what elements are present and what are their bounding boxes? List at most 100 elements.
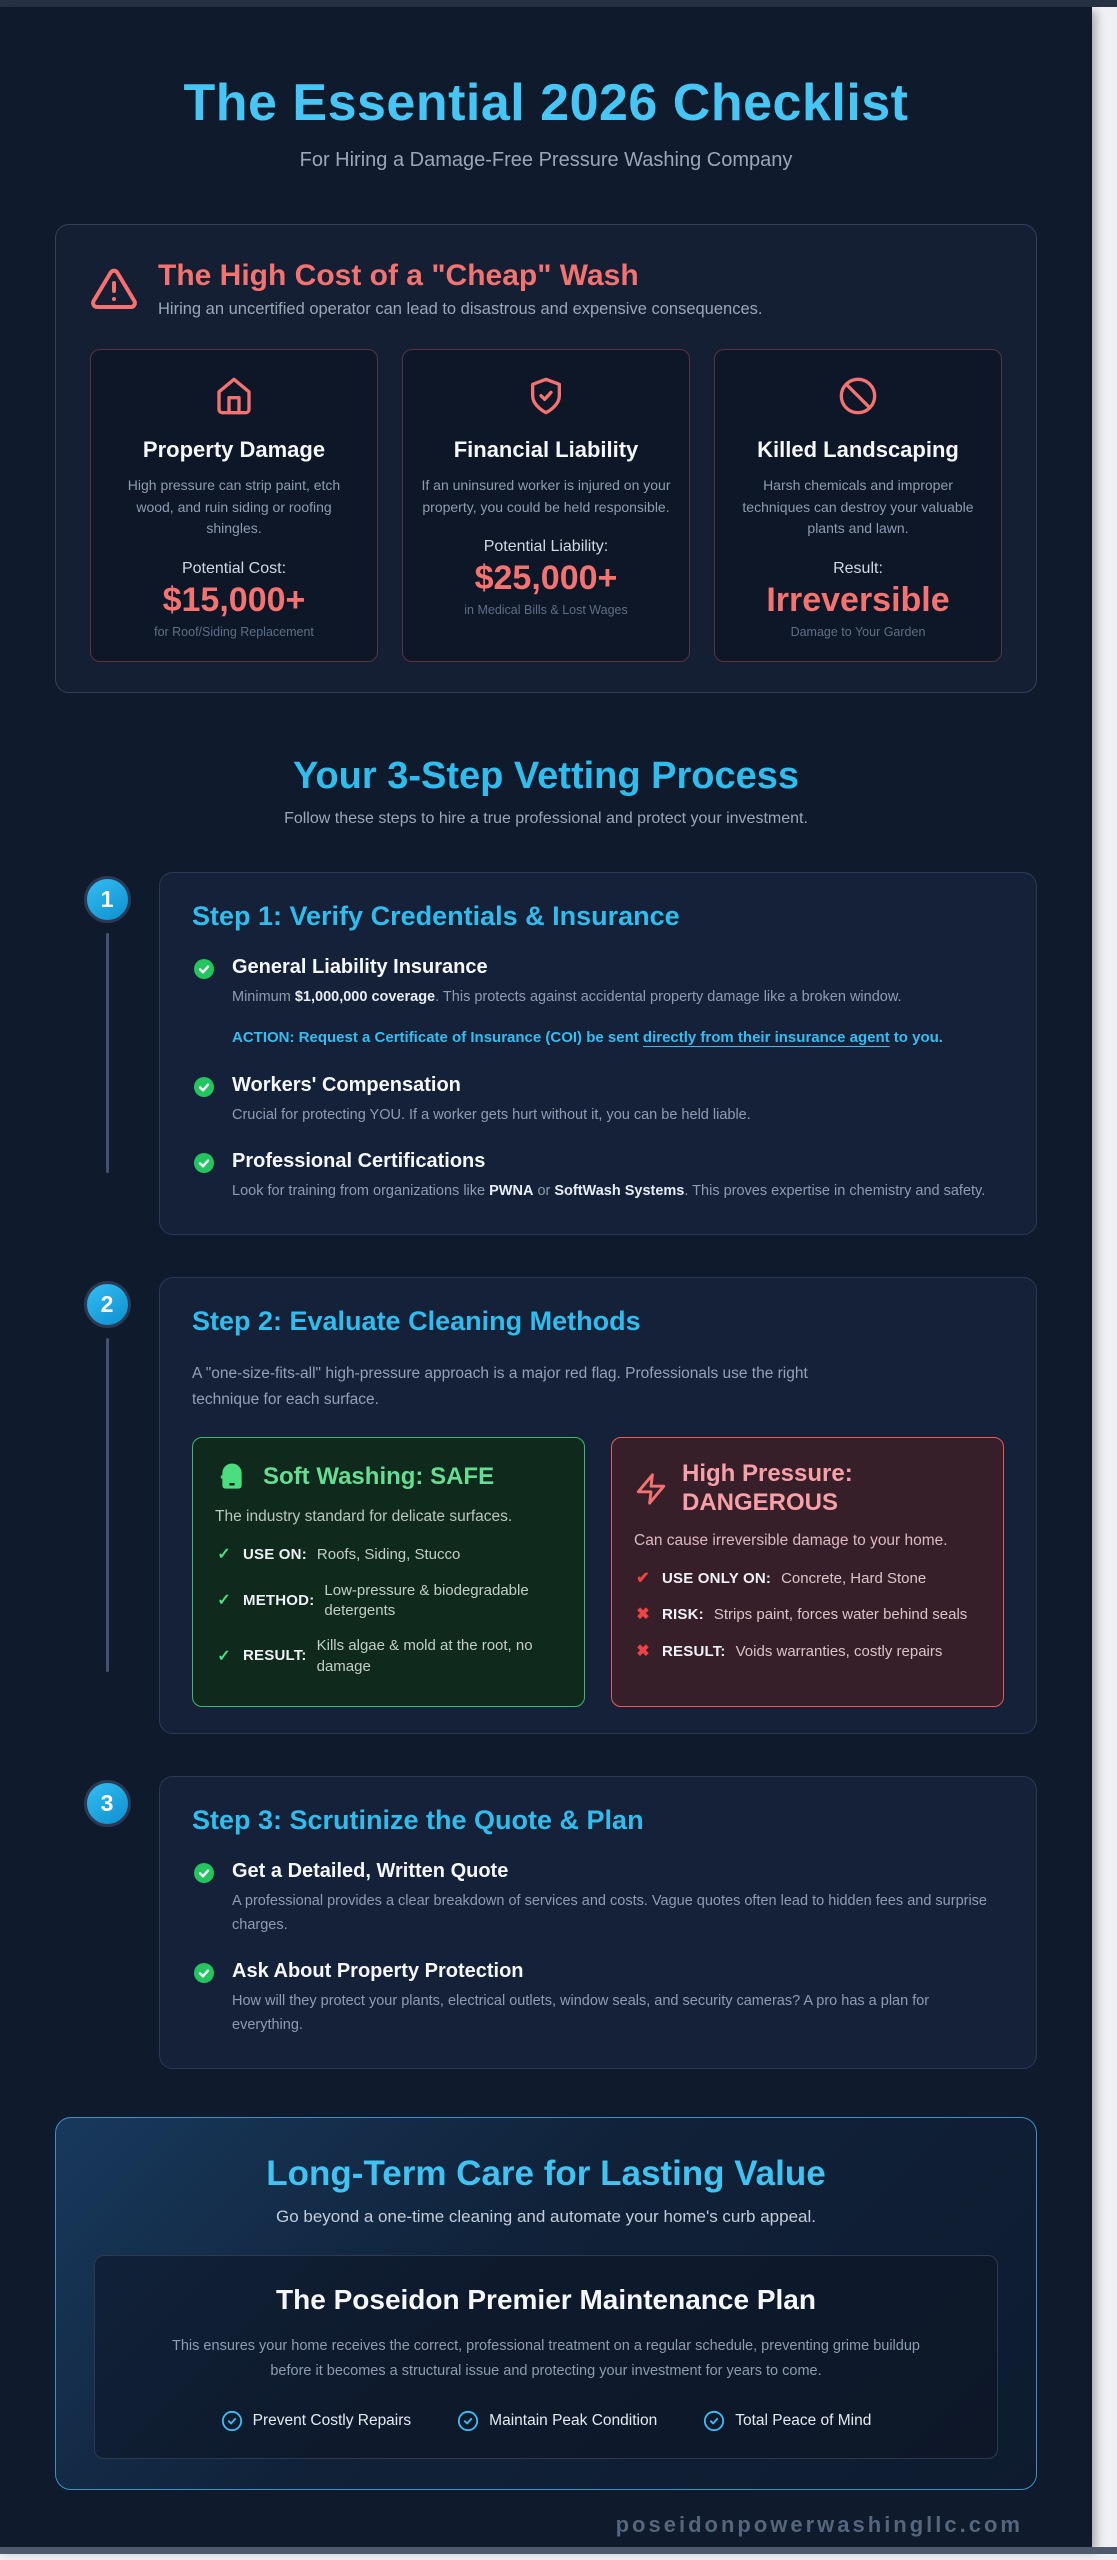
maintenance-plan-title: The Poseidon Premier Maintenance Plan [276,2283,816,2315]
benefit-label: Prevent Costly Repairs [252,2412,412,2430]
method-row-label: RISK: [662,1606,704,1624]
check-mark: ✔ [636,1569,650,1587]
check-circle-icon [192,1961,216,2038]
method-row: ✓ USE ON: Roofs, Siding, Stucco [215,1544,562,1566]
step-2-intro: A "one-size-fits-all" high-pressure appr… [192,1364,808,1408]
method-row-label: USE ONLY ON: [662,1569,772,1587]
method-row-label: RESULT: [662,1642,726,1660]
circle-check-icon [221,2410,243,2432]
cta-title: Long-Term Care for Lasting Value [266,2153,826,2193]
method-row: ✓ METHOD: Low-pressure & biodegradable d… [215,1581,562,1622]
method-row-text: Roofs, Siding, Stucco [316,1545,461,1563]
benefit-item: Total Peace of Mind [703,2410,871,2432]
risk-card-body: If an uninsured worker is injured on you… [421,477,671,515]
high-cost-title: The High Cost of a "Cheap" Wash [158,259,639,292]
home-icon [214,377,254,420]
high-pressure-title: High Pressure: DANGEROUS [682,1460,853,1517]
step-3-row: 3 Step 3: Scrutinize the Quote & Plan Ge… [55,1775,1037,2069]
risk-card-title: Killed Landscaping [757,437,959,462]
maintenance-plan-description: This ensures your home receives the corr… [172,2337,920,2379]
check-mark: ✓ [217,1592,231,1610]
step-number-badge: 3 [83,1779,131,1827]
action-text: ACTION: Request a Certificate of Insuran… [232,1028,643,1046]
checklist-item-title: Ask About Property Protection [232,1959,524,1982]
step-2-title: Step 2: Evaluate Cleaning Methods [192,1305,641,1336]
benefit-label: Maintain Peak Condition [489,2412,658,2430]
risk-card-label: Potential Cost: [181,560,287,578]
risk-card-body: High pressure can strip paint, etch wood… [127,477,341,537]
method-row-label: METHOD: [243,1591,315,1609]
risk-card-value: $15,000+ [162,581,306,620]
method-row: ✖ RESULT: Voids warranties, costly repai… [634,1641,981,1663]
check-circle-icon [192,1151,216,1204]
item-desc-text: Minimum [232,989,295,1006]
risk-card-killed-landscaping: Killed Landscaping Harsh chemicals and i… [714,349,1002,663]
method-row-label: USE ON: [243,1545,307,1563]
risk-card-value: Irreversible [766,581,950,620]
checklist-item-title: Get a Detailed, Written Quote [232,1859,509,1882]
step-number-badge: 1 [83,876,131,924]
step-number-badge: 2 [83,1280,131,1328]
benefits-row: Prevent Costly Repairs Maintain Peak Con… [129,2410,963,2432]
method-row: ✖ RISK: Strips paint, forces water behin… [634,1604,981,1626]
method-row: ✓ RESULT: Kills algae & mold at the root… [215,1636,562,1677]
check-circle-icon [192,957,216,1052]
cross-mark: ✖ [636,1643,650,1661]
vetting-process-title: Your 3-Step Vetting Process [292,755,800,798]
checklist-item-title: Workers' Compensation [232,1073,461,1096]
step-1-card: Step 1: Verify Credentials & Insurance G… [159,872,1037,1235]
benefit-label: Total Peace of Mind [735,2412,872,2430]
method-row-label: RESULT: [243,1647,307,1665]
item-desc-text: . This proves expertise in chemistry and… [684,1182,986,1199]
method-row-text: Kills algae & mold at the root, no damag… [316,1637,533,1675]
checklist-item-property-protection: Ask About Property Protection How will t… [192,1960,1004,2038]
page-footer: poseidonpowerwashingllc.com [55,2512,1023,2538]
maintenance-plan-card: The Poseidon Premier Maintenance Plan Th… [94,2254,998,2460]
risk-card-label: Result: [833,560,883,578]
circle-check-icon [457,2410,479,2432]
infographic-page: The Essential 2026 Checklist For Hiring … [0,7,1092,2547]
item-desc-text: or [533,1182,555,1199]
high-cost-section: The High Cost of a "Cheap" Wash Hiring a… [55,224,1037,694]
risk-card-label: Potential Liability: [483,538,609,556]
page-subtitle: For Hiring a Damage-Free Pressure Washin… [299,149,793,171]
risk-card-financial-liability: Financial Liability If an uninsured work… [402,349,690,663]
item-desc-bold: PWNA [489,1182,534,1199]
vetting-process-header: Your 3-Step Vetting Process Follow these… [55,755,1037,828]
soft-washing-subtitle: The industry standard for delicate surfa… [215,1508,513,1526]
checklist-item-title: Professional Certifications [232,1149,486,1172]
item-desc-text: Look for training from organizations lik… [232,1182,490,1199]
long-term-care-section: Long-Term Care for Lasting Value Go beyo… [55,2116,1037,2491]
step-2-card: Step 2: Evaluate Cleaning Methods A "one… [159,1276,1037,1734]
shield-check-icon [526,377,566,420]
step-3-title: Step 3: Scrutinize the Quote & Plan [192,1804,644,1835]
circle-check-icon [703,2410,725,2432]
page-title: The Essential 2026 Checklist [183,74,909,132]
check-mark: ✓ [217,1546,231,1564]
cross-mark: ✖ [636,1606,650,1624]
viewport-top-edge [0,0,1117,7]
item-desc-text: A professional provides a clear breakdow… [232,1892,987,1933]
step-1-title: Step 1: Verify Credentials & Insurance [192,901,680,932]
item-desc-bold: SoftWash Systems [554,1182,685,1199]
vetting-process-subtitle: Follow these steps to hire a true profes… [284,810,808,828]
alert-triangle-icon [90,265,138,313]
risk-card-body: Harsh chemicals and improper techniques … [742,477,974,537]
checklist-item-general-liability: General Liability Insurance Minimum $1,0… [192,956,1004,1052]
action-callout: ACTION: Request a Certificate of Insuran… [232,1024,943,1052]
checklist-item-certifications: Professional Certifications Look for tra… [192,1150,1004,1204]
item-desc-bold: $1,000,000 coverage [294,989,436,1006]
item-desc-text: How will they protect your plants, elect… [232,1992,930,2033]
check-circle-icon [192,1075,216,1128]
risk-card-footnote: in Medical Bills & Lost Wages [464,603,628,618]
ban-icon [838,377,878,420]
page-header: The Essential 2026 Checklist For Hiring … [55,73,1037,172]
risk-card-property-damage: Property Damage High pressure can strip … [90,349,378,663]
soft-washing-title: Soft Washing: SAFE [263,1462,495,1490]
risk-card-title: Financial Liability [453,437,639,462]
viewport-bottom-edge [0,2547,1117,2554]
benefit-item: Maintain Peak Condition [457,2410,657,2432]
item-desc-text: Crucial for protecting YOU. If a worker … [232,1106,751,1123]
high-cost-subtitle: Hiring an uncertified operator can lead … [158,300,763,318]
risk-card-footnote: for Roof/Siding Replacement [154,625,314,640]
